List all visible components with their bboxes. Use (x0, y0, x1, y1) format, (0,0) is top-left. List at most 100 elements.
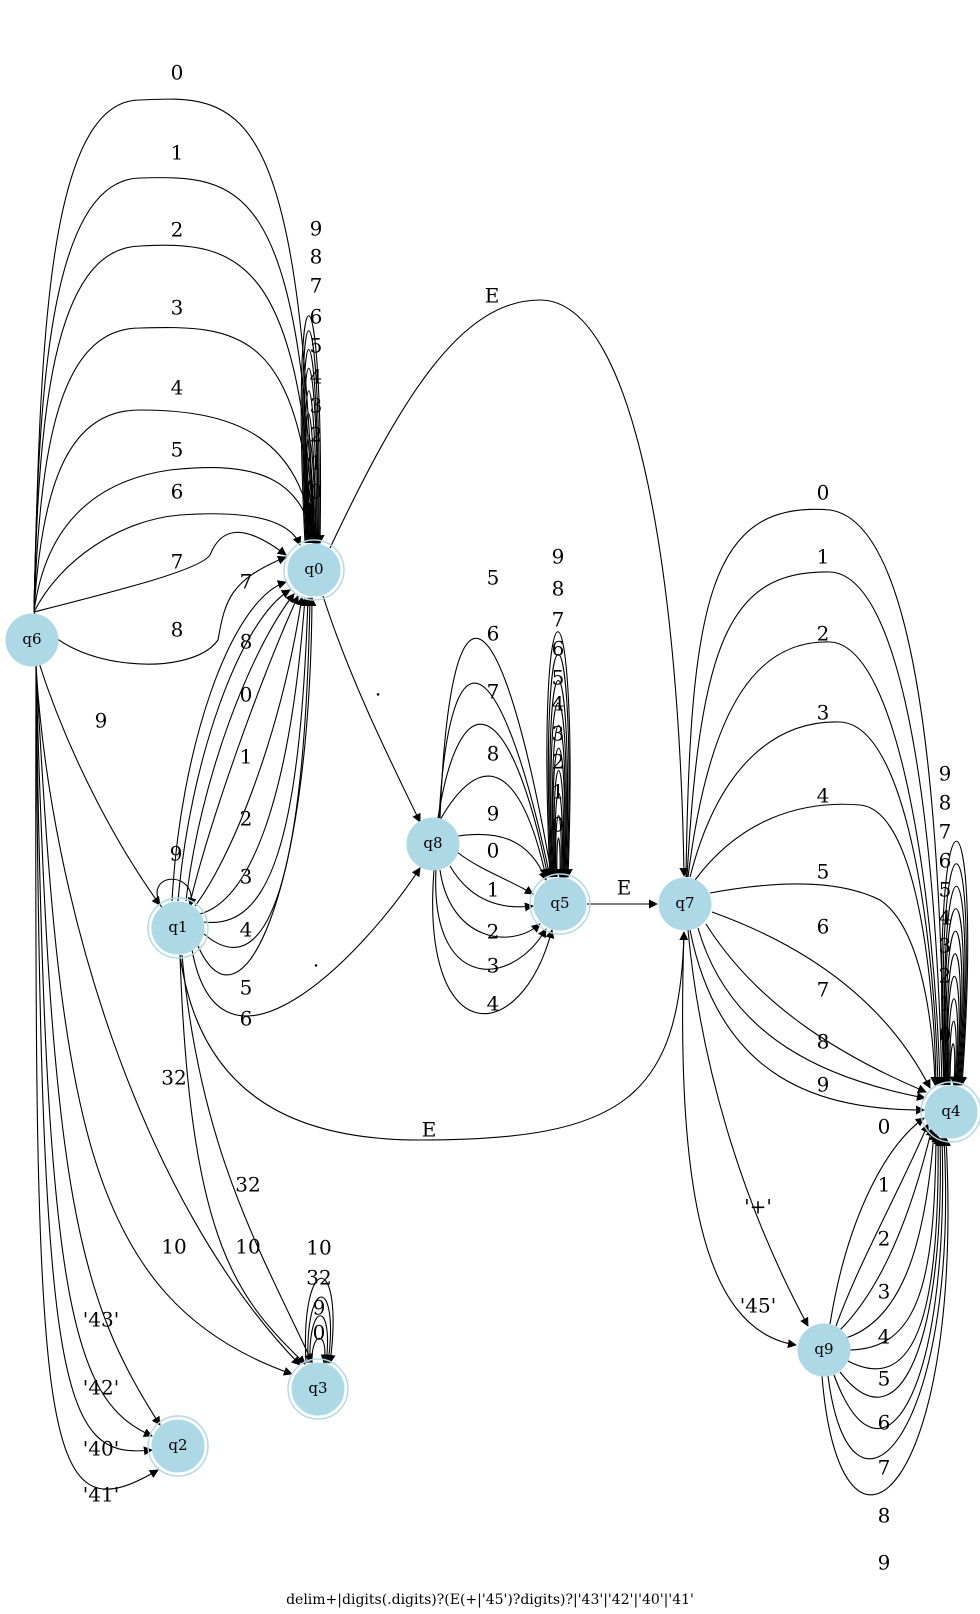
edge-q8-q5: 8 (439, 742, 549, 878)
edge-line (307, 1296, 334, 1364)
edge-label: 1 (817, 545, 830, 569)
edge-line (949, 1020, 960, 1086)
state-node-q2: q2 (147, 1415, 209, 1477)
edge-line (839, 1137, 945, 1398)
edge-q1-q0: 8 (177, 589, 291, 902)
edge-q7-q4: 8 (697, 927, 926, 1101)
edge-label: 1 (878, 1173, 891, 1197)
edge-label: '40' (83, 1437, 119, 1461)
edge-line (435, 869, 547, 970)
edges-layer: 01234567893210'43''42''40''41'9876543210… (33, 61, 969, 1575)
edge-q8-q5: 5 (439, 566, 556, 878)
edge-label: 9 (817, 1073, 830, 1097)
edge-label: 2 (487, 920, 500, 944)
edge-label: 2 (552, 750, 565, 774)
edge-q9-q4: 2 (839, 1127, 935, 1331)
edge-q1-q0: 0 (185, 593, 295, 902)
edge-label: 7 (878, 1456, 891, 1480)
state-node-q3: q3 (287, 1358, 349, 1420)
edge-label: 4 (240, 918, 253, 942)
edge-q4-q4: 8 (939, 791, 967, 1086)
state-label: q9 (814, 1340, 833, 1358)
edge-line (35, 665, 153, 1437)
edge-label: '+' (744, 1195, 772, 1219)
state-label: q0 (304, 560, 323, 578)
state-circle (287, 543, 341, 597)
edge-line (549, 679, 571, 878)
edge-line (687, 641, 945, 1086)
edge-label: 1 (171, 141, 184, 165)
edge-q9-q4: 4 (847, 1133, 941, 1351)
edge-q4-q4: 9 (939, 762, 969, 1086)
edge-q5-q5: 4 (552, 692, 569, 878)
edge-q7-q4: 5 (709, 860, 940, 1086)
edge-q0-q0: 9 (300, 217, 325, 544)
edge-label: 9 (552, 545, 565, 569)
edge-label: 6 (817, 915, 830, 939)
edge-label: 8 (171, 618, 184, 642)
edge-q3-q3: 32 (306, 1266, 334, 1364)
edge-line (947, 975, 962, 1086)
edge-q7-q4: 6 (711, 911, 931, 1089)
edge-label: 3 (552, 722, 565, 746)
edge-label: 7 (552, 608, 565, 632)
edge-line (33, 513, 302, 613)
edge-label: 2 (878, 1227, 891, 1251)
edge-label: 0 (878, 1115, 891, 1139)
edge-line (33, 326, 318, 613)
edge-label: 3 (310, 394, 323, 418)
state-circle (151, 901, 205, 955)
edge-q9-q4: 1 (835, 1123, 929, 1327)
edge-label: 7 (310, 274, 323, 298)
edge-q0-q0: 8 (302, 245, 324, 544)
edge-label: 2 (939, 964, 952, 988)
edge-line (306, 435, 321, 544)
edge-line (554, 792, 567, 878)
edge-label: '45' (740, 1294, 776, 1318)
edge-label: 6 (939, 849, 952, 873)
edge-line (845, 1135, 943, 1370)
edge-line (456, 851, 534, 895)
edge-label: 5 (817, 860, 830, 884)
edge-line (33, 467, 317, 613)
edge-line (439, 869, 541, 938)
edge-q8-q5: 7 (437, 680, 551, 878)
diagram-caption: delim+|digits(.digits)?(E(+|'45')?digits… (286, 1592, 694, 1608)
edge-line (555, 814, 566, 878)
edge-q4-q4: 1 (939, 992, 960, 1086)
state-circle (151, 1419, 205, 1473)
edge-line (35, 665, 153, 1456)
edge-line (179, 954, 306, 1365)
state-label: q1 (168, 918, 187, 936)
edge-label: 1 (487, 878, 500, 902)
edge-q1-q3: 10 (179, 954, 306, 1365)
edge-line (941, 841, 969, 1086)
edge-q1-q8: . (191, 867, 421, 1017)
edge-line (682, 931, 797, 1349)
edge-label: 3 (878, 1280, 891, 1304)
edge-label: 5 (171, 438, 184, 462)
edge-label: 1 (310, 451, 323, 475)
edge-q0-q7: E (329, 284, 689, 877)
edge-label: '41' (83, 1483, 119, 1507)
edge-label: . (313, 948, 319, 972)
edge-label: 3 (171, 296, 184, 320)
state-label: q4 (941, 1102, 960, 1120)
accepting-ring (147, 1415, 209, 1477)
edge-q1-q0: 2 (194, 596, 306, 907)
edge-line (555, 837, 565, 878)
state-node-q9: q9 (797, 1323, 851, 1377)
edge-q5-q5: 9 (546, 545, 573, 878)
edge-q0-q0: 1 (308, 451, 323, 544)
edge-line (553, 769, 568, 878)
edge-q0-q0: 3 (306, 394, 323, 544)
edge-label: E (485, 284, 500, 308)
edge-line (191, 867, 421, 1017)
edge-line (709, 883, 940, 1086)
edge-label: 7 (817, 978, 830, 1002)
edge-line (689, 721, 943, 1086)
edge-label: 9 (310, 217, 323, 241)
edge-label: 8 (939, 791, 952, 815)
edge-label: 6 (487, 622, 500, 646)
edge-q4-q4: 7 (939, 820, 966, 1086)
